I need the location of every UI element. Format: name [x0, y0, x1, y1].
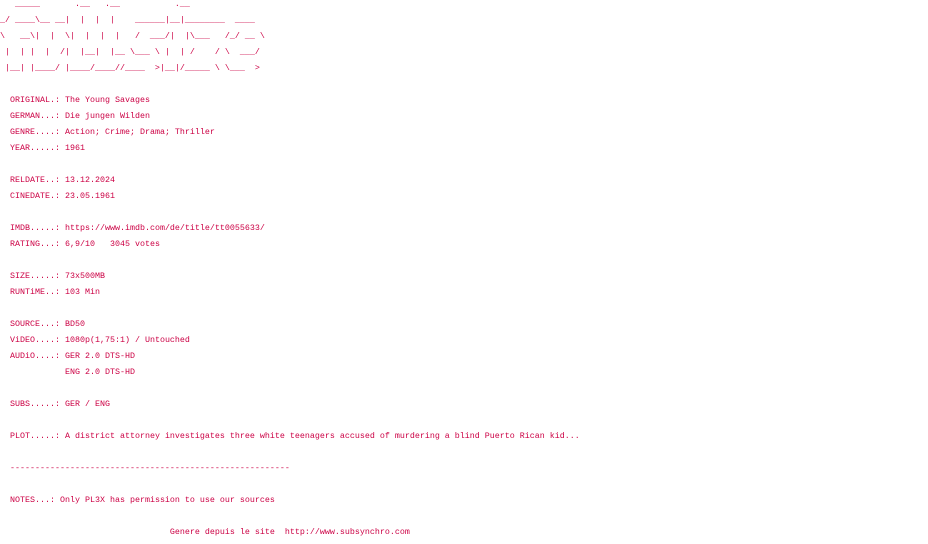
field-video: ViDEO....: 1080p(1,75:1) / Untouched: [10, 332, 580, 348]
field-source: SOURCE...: BD50: [10, 316, 580, 332]
field-value: 1080p(1,75:1) / Untouched: [64, 335, 190, 345]
field-label: ORIGINAL.:: [10, 95, 65, 105]
field-subs: SUBS.....: GER / ENG: [10, 396, 580, 412]
field-audio-2: ENG 2.0 DTS-HD: [10, 364, 580, 380]
logo-art-line: _/ ____\__ __| | | | ______|__|________ …: [0, 15, 255, 25]
field-label: ViDEO....:: [10, 335, 65, 345]
field-genre: GENRE....: Action; Crime; Drama; Thrille…: [10, 124, 580, 140]
field-label: GERMAN...:: [10, 111, 65, 121]
field-runtime: RUNTiME..: 103 Min: [10, 284, 580, 300]
field-label: PLOT.....:: [10, 431, 65, 441]
field-cinedate: CINEDATE.: 23.05.1961: [10, 188, 580, 204]
field-label: [10, 367, 65, 377]
field-value: Only PL3X has permission to use our sour…: [59, 495, 275, 505]
logo-art-line: \ __\| | \| | | | / ___/| |\___ /_/ __ \: [0, 31, 265, 41]
field-value: The Young Savages: [64, 95, 150, 105]
field-label: YEAR.....:: [10, 143, 65, 153]
field-value: A district attorney investigates three w…: [64, 431, 580, 441]
logo-art-line: |__| |____/ |____/____//____ >|__|/_____…: [0, 63, 260, 73]
field-notes: NOTES...: Only PL3X has permission to us…: [10, 492, 580, 508]
field-value: Action; Crime; Drama; Thriller: [64, 127, 215, 137]
field-rating: RATING...: 6,9/10 3045 votes: [10, 236, 580, 252]
field-label: NOTES...:: [10, 495, 60, 505]
field-label: RELDATE..:: [10, 175, 65, 185]
field-value: BD50: [64, 319, 85, 329]
field-label: SIZE.....:: [10, 271, 65, 281]
field-plot: PLOT.....: A district attorney investiga…: [10, 428, 580, 444]
field-value: ENG 2.0 DTS-HD: [64, 367, 135, 377]
field-value: 1961: [64, 143, 85, 153]
field-label: SUBS.....:: [10, 399, 65, 409]
field-label: RATING...:: [10, 239, 65, 249]
field-audio: AUDiO....: GER 2.0 DTS-HD: [10, 348, 580, 364]
logo-ascii-art: _____ .__ .__ .__ _/ ____\__ __| | | | __…: [0, 0, 265, 76]
field-value: GER 2.0 DTS-HD: [64, 351, 135, 361]
imdb-link: https://www.imdb.com/de/title/tt0055633/: [64, 223, 265, 233]
field-value: 103 Min: [64, 287, 100, 297]
field-size: SIZE.....: 73x500MB: [10, 268, 580, 284]
field-value: 13.12.2024: [64, 175, 115, 185]
separator-line: ----------------------------------------…: [10, 463, 290, 473]
field-value: 6,9/10 3045 votes: [64, 239, 160, 249]
field-label: CINEDATE.:: [10, 191, 65, 201]
field-year: YEAR.....: 1961: [10, 140, 580, 156]
field-label: GENRE....:: [10, 127, 65, 137]
logo-art-line: | | | | /| |__| |__ \___ \ | | / / \ ___…: [0, 47, 260, 57]
field-value: 23.05.1961: [64, 191, 115, 201]
field-label: SOURCE...:: [10, 319, 65, 329]
field-label: AUDiO....:: [10, 351, 65, 361]
field-reldate: RELDATE..: 13.12.2024: [10, 172, 580, 188]
field-label: IMDB.....:: [10, 223, 65, 233]
field-german: GERMAN...: Die jungen Wilden: [10, 108, 580, 124]
field-label: RUNTiME..:: [10, 287, 65, 297]
footer-credit: Genere depuis le site http://www.subsync…: [10, 527, 410, 537]
field-imdb: IMDB.....: https://www.imdb.com/de/title…: [10, 220, 580, 236]
field-value: GER / ENG: [64, 399, 110, 409]
field-value: Die jungen Wilden: [64, 111, 150, 121]
field-original: ORIGINAL.: The Young Savages: [10, 92, 580, 108]
field-value: 73x500MB: [64, 271, 105, 281]
logo-art-line: _____ .__ .__ .__: [0, 0, 190, 9]
